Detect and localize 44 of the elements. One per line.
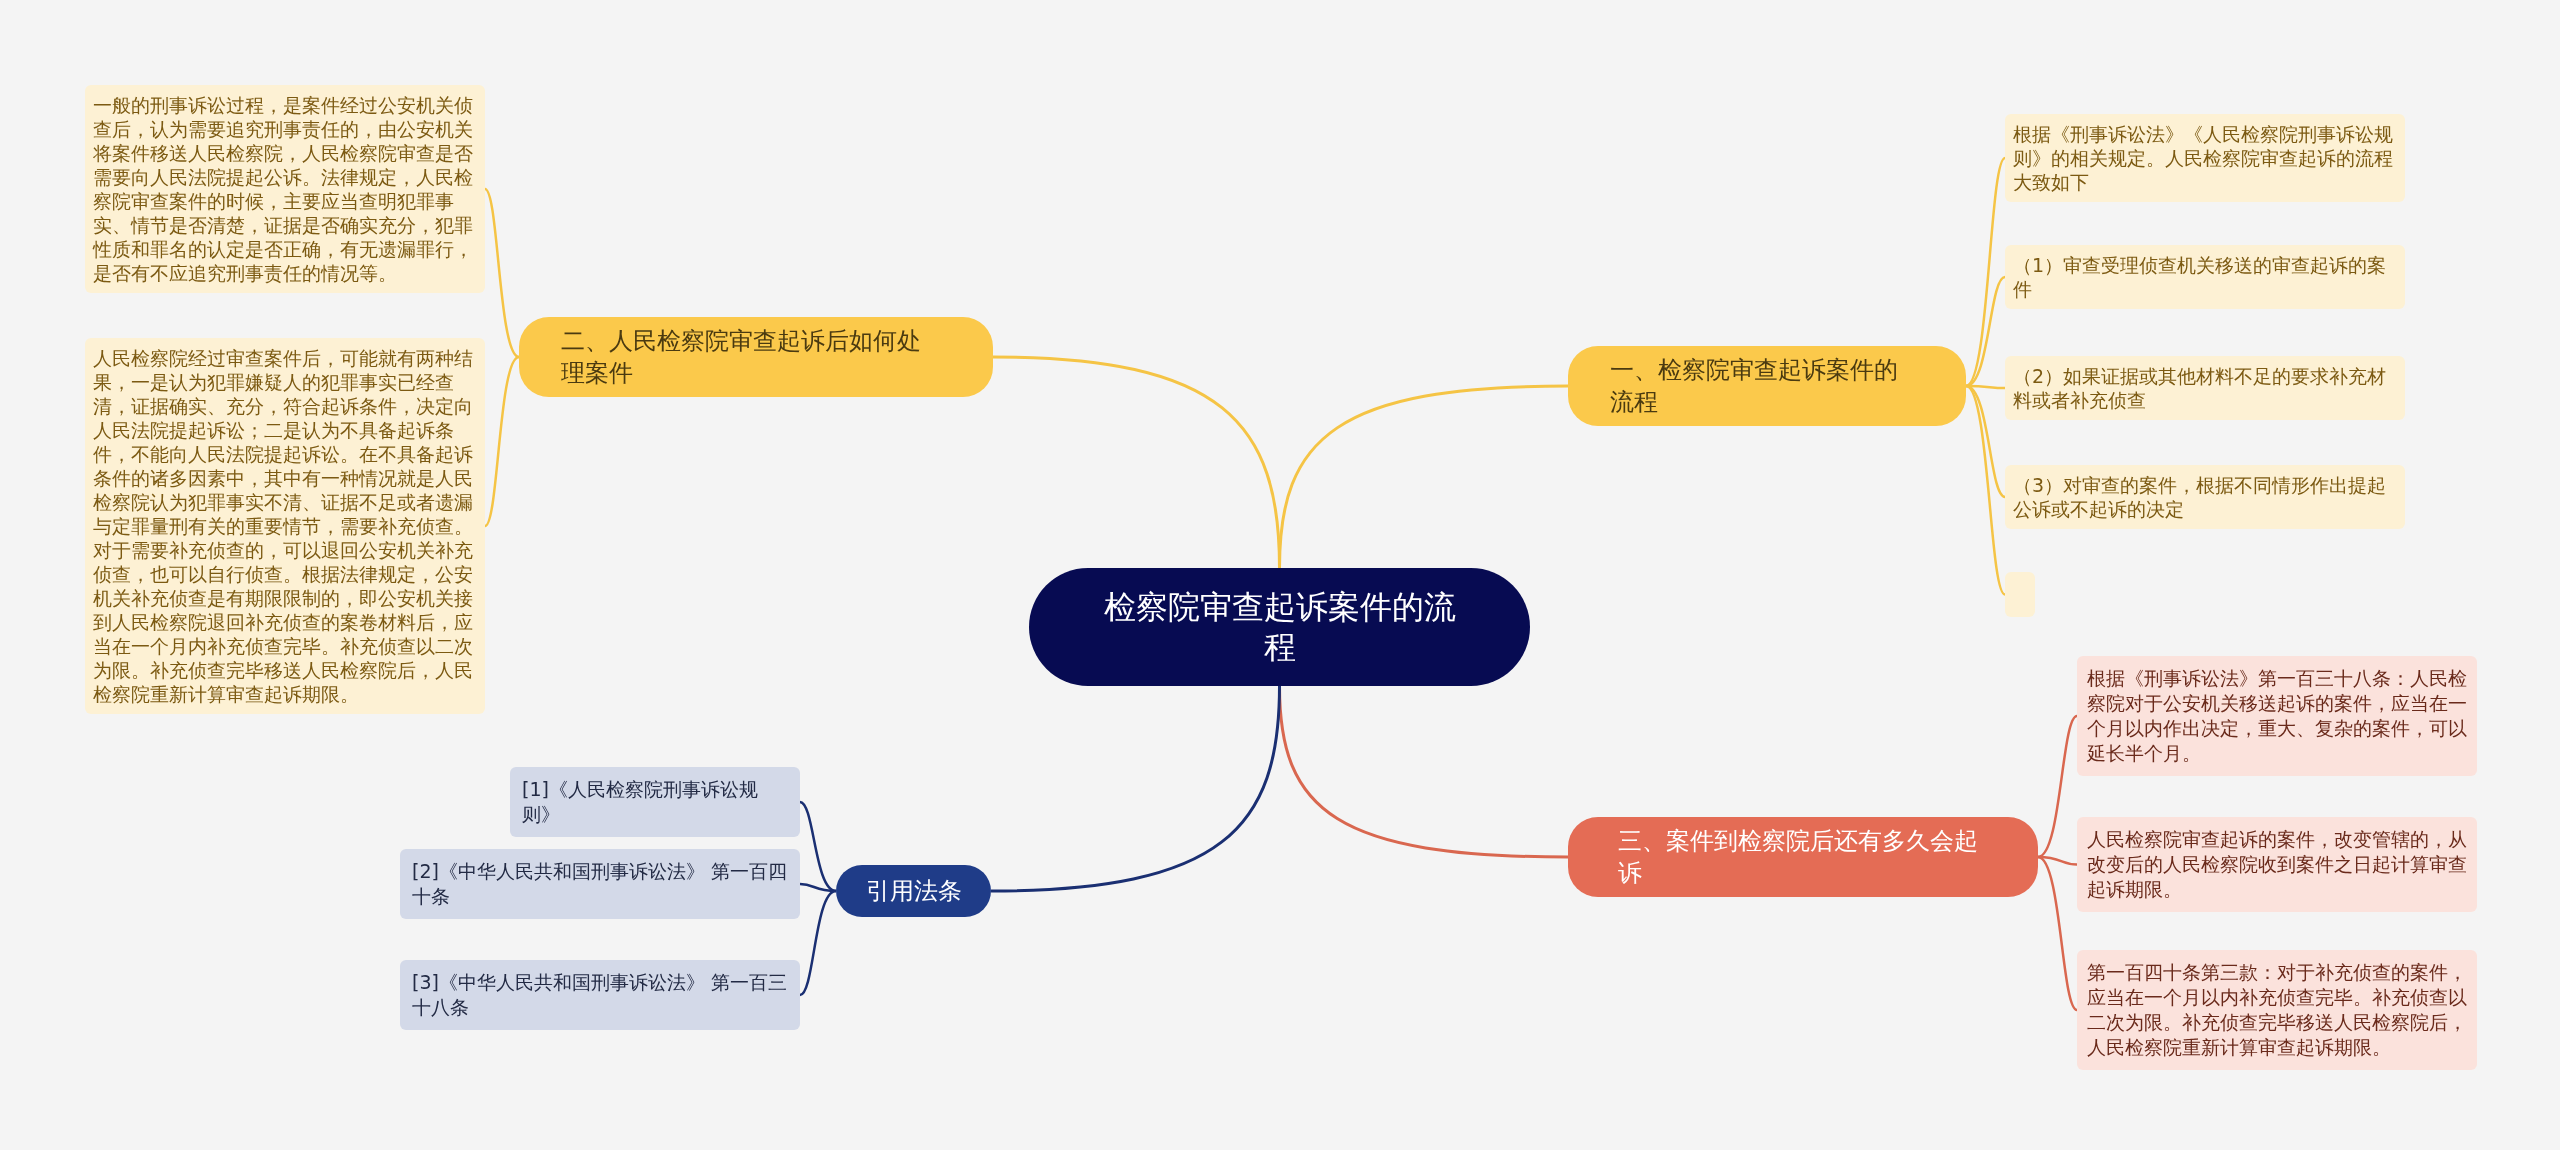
- note-card: [2005, 114, 2405, 202]
- node-text: 检察院审查起诉案件的流程: [1102, 587, 1457, 667]
- note-card: [2077, 817, 2477, 912]
- connector-line: [2037, 715, 2078, 859]
- connector-line: [1965, 275, 2006, 388]
- connector-line: [484, 356, 520, 527]
- node-text: （2）如果证据或其他材料不足的要求补充材料或者补充侦查: [2013, 364, 2388, 412]
- note-card: [2005, 465, 2405, 529]
- connector-line: [1965, 385, 2006, 596]
- note-card: [2077, 950, 2477, 1070]
- reference-card: [400, 960, 800, 1030]
- connector-line: [2037, 855, 2078, 1011]
- node-text: 人民检察院经过审查案件后，可能就有两种结果，一是认为犯罪嫌疑人的犯罪事实已经查清，证据确实、充分，符合起诉条件，决定向人民法院提起诉讼；二是认为不具备起诉条件，不能向人民法院提起诉讼。在不具备起诉条件的诸多因素中，其中有一种情况就是人民检察院认为犯罪事实不清、证据不足或者遗漏与定罪量刑有关的重要情节，需要补充侦查。对于需要补充侦查的，可以退回公安机关补充侦查，也可以自行侦查。根据法律规定，公安机关补充侦查是有期限限制的，即公安机关接到人民检察院退回补充侦查的案卷材料后，应当在一个月内补充侦查完毕。补充侦查以二次为限。补充侦查完毕移送人民检察院后，人民检察院重新计算审查起诉期限。: [93, 346, 474, 706]
- connector-line: [990, 685, 1281, 893]
- note-card: [2005, 356, 2405, 420]
- node-text: [1]《人民检察院刑事诉讼规则》: [522, 777, 759, 827]
- branch-node: [519, 317, 993, 397]
- node-text: 二、人民检察院审查起诉后如何处理案件: [561, 326, 922, 389]
- connector-line: [1966, 384, 2005, 390]
- node-text: （1）审查受理侦查机关移送的审查起诉的案件: [2013, 253, 2388, 301]
- branch-node: [1568, 346, 1966, 426]
- connector-line: [1965, 157, 2006, 387]
- note-card: [2005, 245, 2405, 309]
- node-text: [2]《中华人民共和国刑事诉讼法》 第一百四十条: [412, 859, 788, 909]
- node-text: [3]《中华人民共和国刑事诉讼法》 第一百三十八条: [412, 970, 788, 1020]
- reference-card: [400, 849, 800, 919]
- empty-card: [2005, 572, 2035, 617]
- connector-line: [799, 800, 837, 893]
- connector-line: [484, 188, 520, 359]
- reference-card: [510, 767, 800, 837]
- node-text: 三、案件到检察院后还有多久会起诉: [1618, 826, 1979, 889]
- node-text: 一般的刑事诉讼过程，是案件经过公安机关侦查后，认为需要追究刑事责任的，由公安机关将案件移送人民检察院，人民检察院审查是否需要向人民法院提起公诉。法律规定，人民检察院审查案件的时候，主要应当查明犯罪事实、情节是否清楚，证据是否确实充分，犯罪性质和罪名的认定是否正确，有无遗漏罪行，是否有不应追究刑事责任的情况等。: [93, 93, 474, 285]
- node-text: 人民检察院审查起诉的案件，改变管辖的，从改变后的人民检察院收到案件之日起计算审查起诉期限。: [2087, 827, 2467, 902]
- node-text: 根据《刑事诉讼法》第一百三十八条：人民检察院对于公安机关移送起诉的案件，应当在一个月以内作出决定，重大、复杂的案件，可以延长半个月。: [2087, 666, 2467, 766]
- node-text: （3）对审查的案件，根据不同情形作出提起公诉或不起诉的决定: [2013, 473, 2388, 521]
- branch-node: [836, 865, 991, 917]
- branch-node: [1568, 817, 2038, 897]
- node-text: 第一百四十条第三款：对于补充侦查的案件，应当在一个月以内补充侦查完毕。补充侦查以二次为限。补充侦查完毕移送人民检察院后，人民检察院重新计算审查起诉期限。: [2087, 960, 2467, 1060]
- node-text: 一、检察院审查起诉案件的流程: [1610, 355, 1899, 418]
- connector-line: [992, 355, 1281, 569]
- connector-line: [799, 889, 837, 997]
- note-card: [2077, 656, 2477, 776]
- node-text: 根据《刑事诉讼法》《人民检察院刑事诉讼规则》的相关规定。人民检察院审查起诉的流程大致如下: [2013, 122, 2394, 194]
- node-text: 引用法条: [864, 876, 963, 907]
